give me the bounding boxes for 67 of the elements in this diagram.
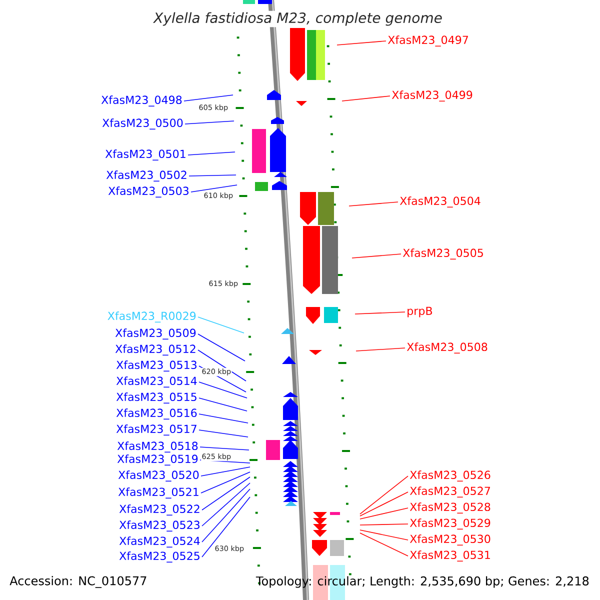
gene-label: XfasM23_0512	[115, 344, 196, 356]
gene-label: XfasM23_0524	[119, 536, 200, 548]
leader-line	[360, 530, 408, 540]
leader-line	[190, 184, 238, 192]
leader-line	[184, 94, 234, 102]
gene-label: XfasM23_0502	[106, 170, 186, 182]
leader-line	[202, 496, 250, 558]
leader-line	[354, 312, 406, 314]
leader-line	[198, 382, 248, 398]
leader-line	[198, 334, 246, 362]
leader-line	[202, 488, 250, 542]
leader-line	[202, 482, 250, 526]
gene-label: XfasM23_0525	[119, 552, 200, 563]
leader-line	[360, 476, 408, 514]
leader-line	[360, 524, 408, 526]
gene-label: XfasM23_0505	[402, 248, 483, 260]
gene-label: XfasM23_0501	[105, 150, 186, 161]
leader-line	[352, 254, 402, 258]
genome-info-text: Topology: circular; Length: 2,535,690 bp; Genes: 2,218	[256, 576, 589, 588]
gene-label: XfasM23_0520	[118, 470, 199, 482]
leader-line	[200, 472, 250, 494]
leader-line	[202, 476, 250, 510]
gene-label: XfasM23_0516	[116, 408, 197, 420]
gene-label: XfasM23_0500	[102, 118, 183, 130]
gene-label: XfasM23_0531	[410, 550, 490, 562]
leader-line	[360, 508, 408, 520]
leader-line	[200, 446, 250, 450]
leader-line	[356, 348, 406, 352]
gene-label: XfasM23_0523	[119, 520, 200, 532]
gene-label: XfasM23_0499	[392, 90, 472, 102]
gene-label: XfasM23_0522	[119, 504, 200, 516]
gene-label: XfasM23_0518	[117, 442, 198, 453]
gene-label: prpB	[408, 306, 432, 318]
leader-line	[188, 174, 236, 176]
leader-line	[198, 414, 248, 424]
gene-label: XfasM23_0513	[116, 360, 196, 372]
gene-label: XfasM23_0530	[410, 534, 490, 546]
gene-label: XfasM23_0529	[410, 518, 490, 530]
leader-line	[200, 466, 250, 476]
accession-text: Accession: NC_010577	[10, 576, 146, 588]
title: Xylella fastidiosa M23, complete genome	[152, 10, 444, 28]
gene-label: XfasM23_0519	[117, 454, 198, 466]
gene-label: XfasM23_0498	[101, 96, 182, 107]
gene-label: XfasM23_0514	[116, 376, 197, 388]
gene-label: XfasM23_0517	[116, 424, 196, 436]
leader-line	[188, 152, 236, 156]
gene-label: XfasM23_0504	[400, 196, 480, 208]
leader-line	[198, 350, 246, 382]
gene-label: XfasM23_0497	[388, 36, 468, 47]
gene-label: XfasM23_0528	[410, 502, 490, 514]
leader-line	[184, 120, 234, 124]
leader-line	[198, 430, 248, 438]
gene-label: XfasM23_0508	[406, 342, 488, 354]
leader-line	[342, 96, 390, 102]
gene-label: XfasM23_0515	[116, 392, 196, 404]
gene-label: XfasM23_0527	[410, 486, 490, 498]
leader-line	[198, 316, 244, 334]
gene-label: XfasM23_0509	[115, 328, 196, 340]
leader-line	[360, 532, 408, 556]
leader-line	[348, 202, 398, 206]
gene-label: XfasM23_0521	[118, 488, 198, 499]
gene-label: XfasM23_0503	[108, 186, 188, 198]
leader-line	[336, 40, 386, 46]
gene-label: XfasM23_0526	[410, 470, 490, 482]
leader-line	[360, 492, 408, 516]
leader-line	[198, 398, 248, 412]
gene-label: XfasM23_R0029	[108, 312, 196, 323]
